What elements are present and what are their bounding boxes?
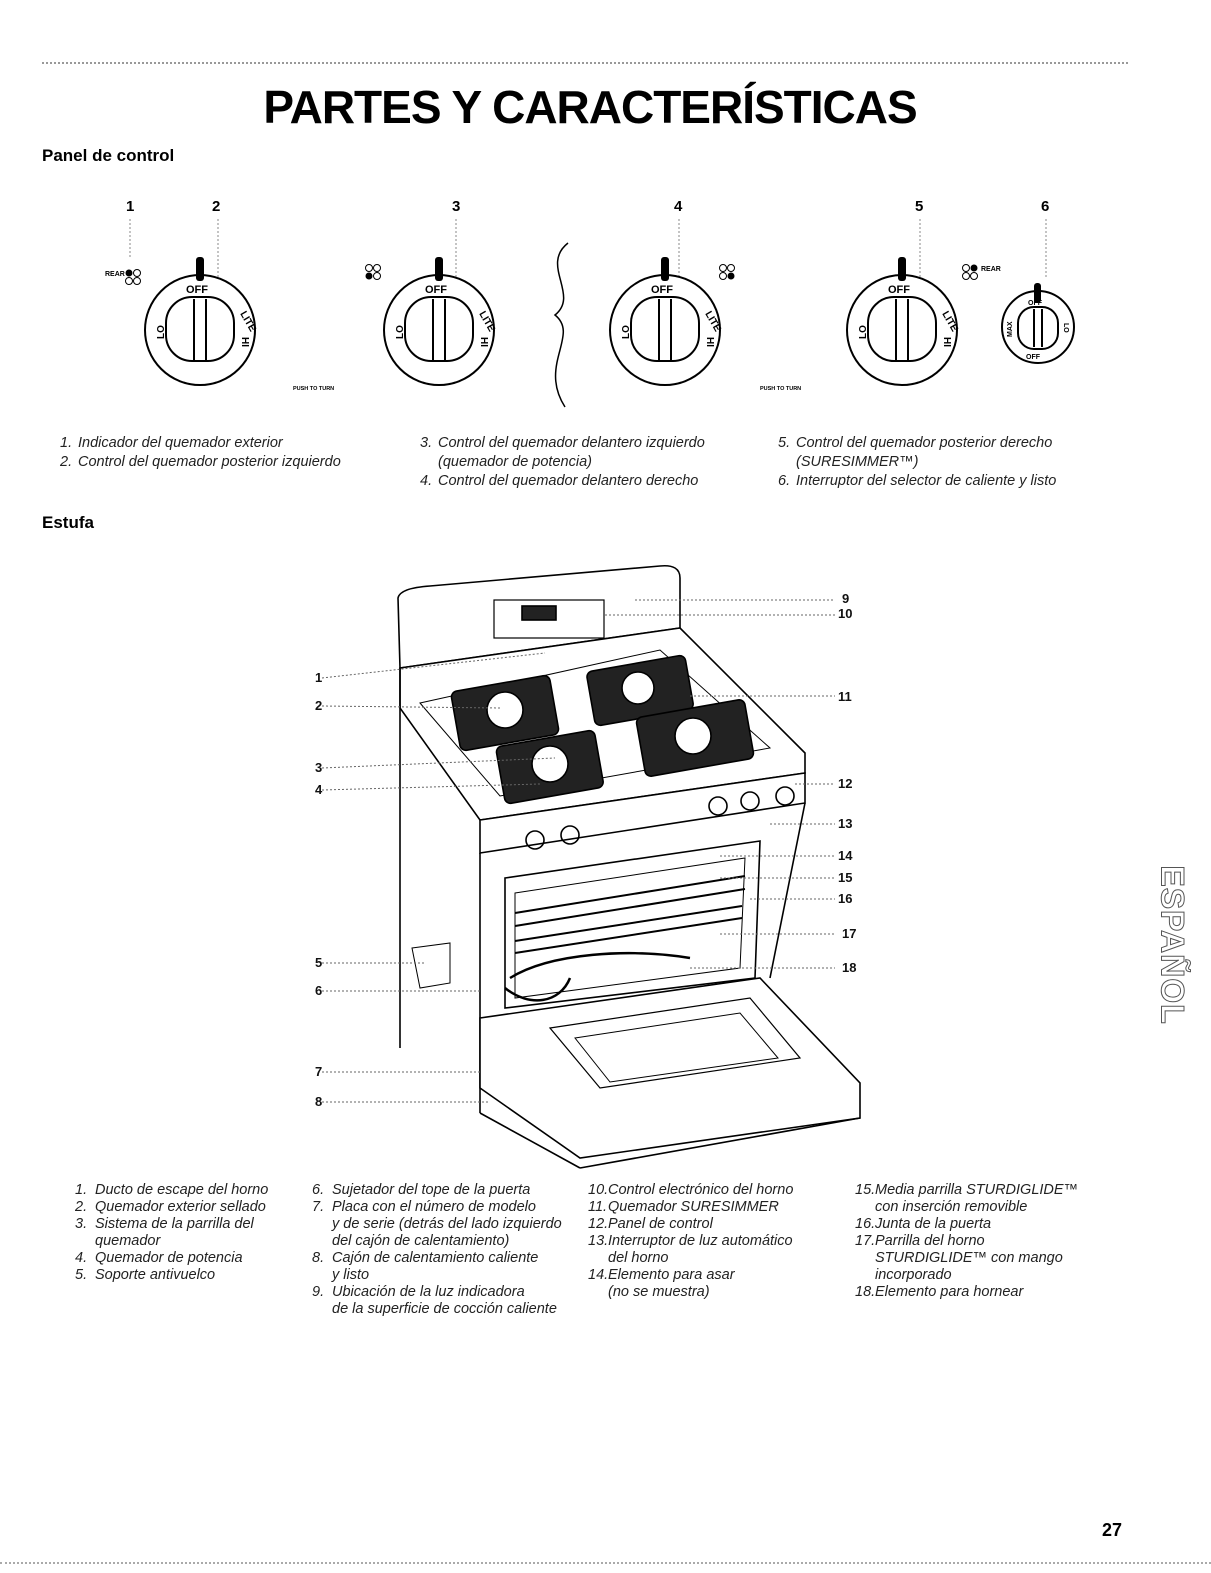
svg-text:LO: LO (621, 325, 632, 339)
range-callout-2: 2 (315, 698, 323, 713)
panel-callout-3: 3 (452, 198, 460, 215)
parts-item: 5.Soporte antivuelco (75, 1267, 216, 1283)
range-callout-8: 8 (315, 1094, 323, 1109)
svg-text:REAR: REAR (981, 266, 1001, 273)
parts-legend-col2: 6.Sujetador del tope de la puerta 7.Plac… (312, 1182, 567, 1318)
range-illustration (321, 564, 861, 1169)
range-callout-5: 5 (315, 955, 323, 970)
svg-text:OFF: OFF (1028, 300, 1043, 307)
parts-item: 14.Elemento para asar(no se muestra) (588, 1267, 735, 1300)
panel-callout-2: 2 (212, 198, 220, 215)
warm-and-ready-selector-knob: OFF MAX LO OFF (1001, 283, 1075, 364)
svg-text:MAX: MAX (1007, 321, 1014, 337)
left-rear-burner-knob: REAR OFF LO LITE HI (105, 257, 258, 386)
range-callout-15: 15 (838, 870, 853, 885)
range-callout-1: 1 (315, 670, 323, 685)
svg-text:REAR: REAR (105, 271, 125, 278)
parts-legend-col3: 10.Control electrónico del horno 11.Quem… (588, 1182, 838, 1301)
right-rear-burner-knob: REAR OFF LO LITE HI PUSH TO TURN (760, 257, 1001, 392)
page-number: 27 (1102, 1520, 1123, 1540)
svg-text:PUSH TO TURN: PUSH TO TURN (760, 386, 801, 392)
control-panel-legend-col3: 5.Control del quemador posterior derecho… (778, 434, 1108, 491)
svg-text:OFF: OFF (651, 284, 673, 296)
page-title: PARTES Y CARACTERÍSTICAS (263, 81, 917, 133)
panel-callout-6: 6 (1041, 198, 1049, 215)
range-callout-18: 18 (842, 960, 857, 975)
panel-callout-1: 1 (126, 198, 134, 215)
svg-text:HI: HI (239, 337, 250, 347)
parts-item: 10.Control electrónico del horno (588, 1182, 794, 1198)
legend-item: 2.Control del quemador posterior izquier… (60, 454, 341, 470)
range-callout-6: 6 (315, 983, 323, 998)
bottom-dotted-rule (0, 1562, 1211, 1564)
svg-text:PUSH TO TURN: PUSH TO TURN (293, 386, 334, 392)
range-callout-3: 3 (315, 760, 323, 775)
parts-item: 1.Ducto de escape del horno (75, 1182, 269, 1198)
range-callout-13: 13 (838, 816, 853, 831)
parts-legend-col1: 1.Ducto de escape del horno 2.Quemador e… (75, 1182, 300, 1284)
range-callout-4: 4 (315, 782, 323, 797)
svg-text:HI: HI (941, 337, 952, 347)
legend-item: 5.Control del quemador posterior derecho… (778, 435, 1053, 470)
range-callout-14: 14 (838, 848, 853, 863)
control-panel-legend-col2: 3.Control del quemador delantero izquier… (420, 434, 760, 491)
svg-text:OFF: OFF (186, 284, 208, 296)
top-dotted-rule (42, 62, 1128, 64)
range-callout-17: 17 (842, 926, 857, 941)
range-callout-16: 16 (838, 891, 853, 906)
legend-item: 1.Indicador del quemador exterior (60, 435, 283, 451)
svg-text:OFF: OFF (425, 284, 447, 296)
svg-text:OFF: OFF (1026, 354, 1041, 361)
control-panel-heading: Panel de control (42, 146, 175, 165)
control-panel-legend-col1: 1.Indicador del quemador exterior 2.Cont… (60, 434, 400, 472)
legend-item: 3.Control del quemador delantero izquier… (420, 435, 705, 470)
left-front-burner-knob: OFF LO LITE HI PUSH TO TURN (293, 257, 497, 392)
parts-item: 6.Sujetador del tope de la puerta (312, 1182, 531, 1198)
svg-text:LO: LO (156, 325, 167, 339)
range-callout-7: 7 (315, 1064, 323, 1079)
legend-item: 4.Control del quemador delantero derecho (420, 473, 699, 489)
parts-item: 2.Quemador exterior sellado (75, 1199, 266, 1215)
range-callout-9: 9 (842, 591, 850, 606)
svg-text:LO: LO (858, 325, 869, 339)
panel-brace (553, 242, 569, 408)
range-callout-11: 11 (838, 689, 852, 704)
parts-item: 12.Panel de control (588, 1216, 713, 1232)
language-side-tab: ESPAÑOL (1154, 865, 1191, 1025)
svg-text:LO: LO (395, 325, 406, 339)
svg-text:HI: HI (704, 337, 715, 347)
parts-item: 11.Quemador SURESIMMER (588, 1199, 779, 1215)
panel-callout-4: 4 (674, 198, 683, 215)
parts-item: 16.Junta de la puerta (855, 1216, 992, 1232)
panel-callout-5: 5 (915, 198, 923, 215)
range-heading: Estufa (42, 513, 94, 532)
right-front-burner-knob: OFF LO LITE HI (609, 257, 735, 386)
svg-text:OFF: OFF (888, 284, 910, 296)
svg-text:LO: LO (1062, 323, 1069, 333)
parts-item: 4.Quemador de potencia (75, 1250, 243, 1266)
parts-item: 18.Elemento para hornear (855, 1284, 1024, 1300)
svg-text:HI: HI (478, 337, 489, 347)
control-panel-illustration: 1 2 3 4 5 6 REAR OFF LO LITE HI OFF (105, 198, 1075, 408)
range-callout-10: 10 (838, 606, 853, 621)
range-callout-12: 12 (838, 776, 853, 791)
legend-item: 6.Interruptor del selector de caliente y… (778, 473, 1057, 489)
